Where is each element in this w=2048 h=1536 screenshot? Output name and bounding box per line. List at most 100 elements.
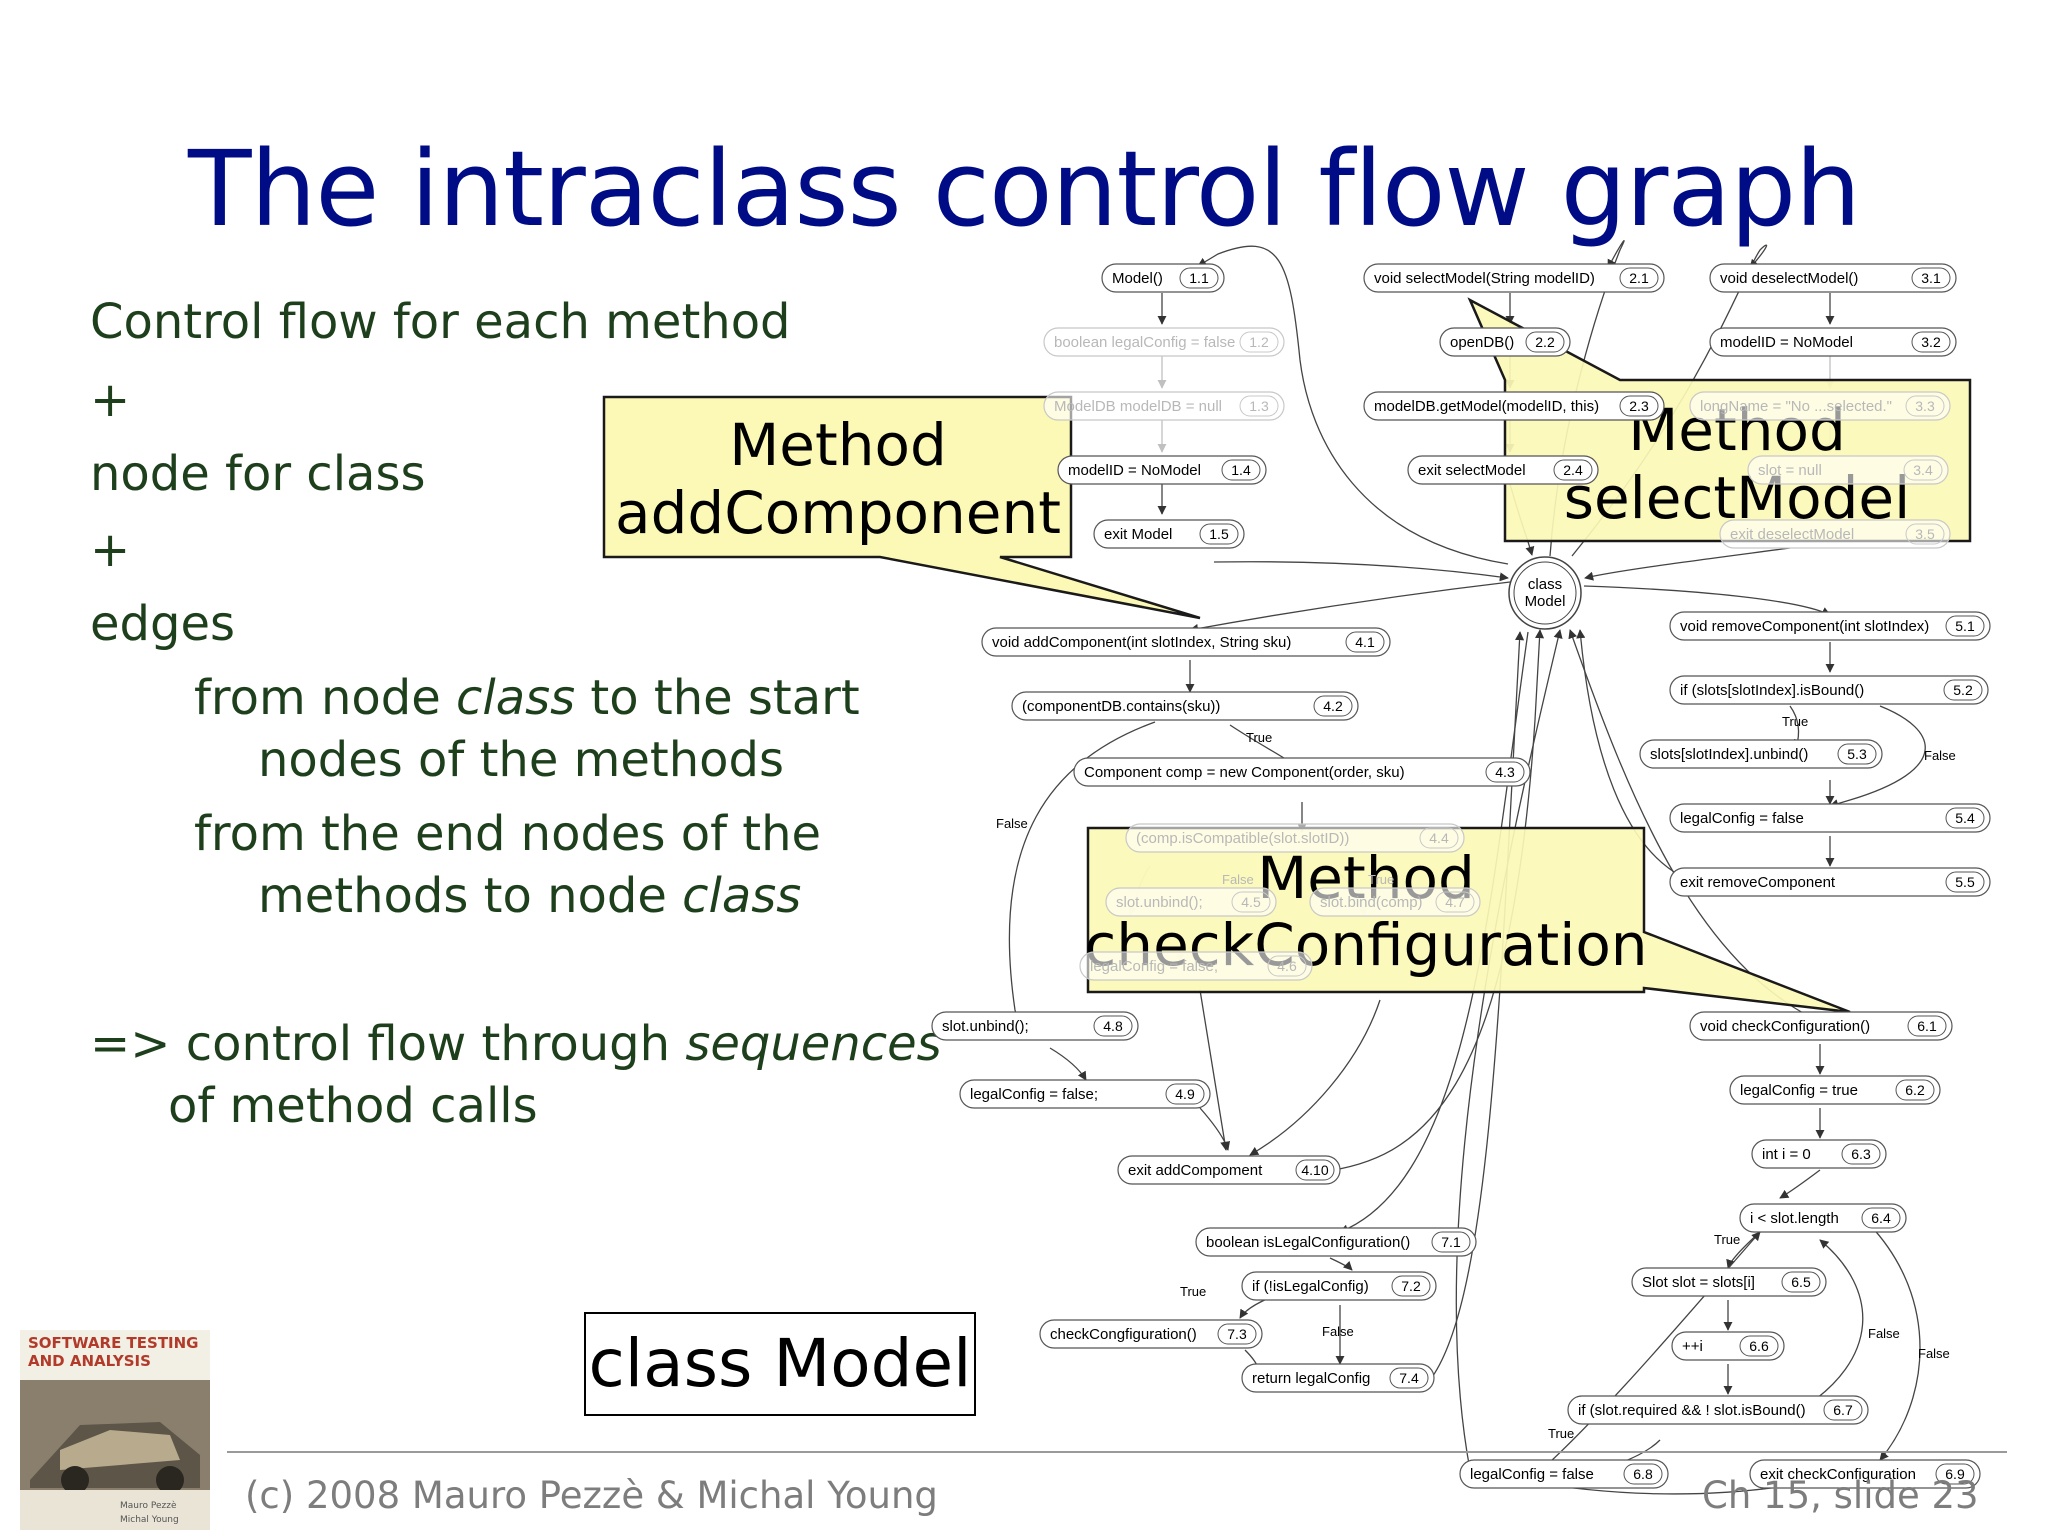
graph-node-label: i < slot.length (1750, 1210, 1839, 1227)
graph-node-id: 4.2 (1323, 698, 1343, 714)
edge-label-false: False (1222, 872, 1254, 887)
bullet-node-for-class: node for class (90, 446, 426, 502)
graph-node-id: 4.5 (1241, 894, 1261, 910)
graph-node-label: void checkConfiguration() (1700, 1018, 1870, 1035)
graph-node-4-4: (comp.isCompatible(slot.slotID))4.4 (1125, 823, 1465, 853)
graph-node-5-3: slots[slotIndex].unbind() 5.3 (1639, 739, 1883, 769)
graph-node-label: longName = "No ...selected." (1700, 398, 1892, 415)
graph-node-id: 6.6 (1749, 1338, 1769, 1354)
graph-node-label: boolean legalConfig = false (1054, 334, 1235, 351)
book-title-line2: AND ANALYSIS (28, 1352, 151, 1370)
graph-node-id: 7.2 (1401, 1278, 1421, 1294)
bullet-plus-1: + (90, 372, 131, 428)
graph-node-id: 7.3 (1227, 1326, 1247, 1342)
graph-node-id: 7.1 (1441, 1234, 1461, 1250)
graph-node-label: legalConfig = false (1470, 1466, 1594, 1483)
graph-node-label: openDB() (1450, 334, 1514, 351)
graph-node-id: 4.3 (1495, 764, 1515, 780)
graph-node-id: 5.2 (1953, 682, 1973, 698)
edge-label-true: True (1368, 872, 1394, 887)
graph-node-3-1: void deselectModel()3.1 (1709, 263, 1957, 293)
slide-title: The intraclass control flow graph (187, 128, 1861, 250)
graph-node-label: ModelDB modelDB = null (1054, 398, 1222, 415)
callout-add-component-line2: addComponent (615, 479, 1061, 547)
graph-node-4-9: legalConfig = false;4.9 (959, 1079, 1211, 1109)
graph-node-id: 3.4 (1913, 462, 1933, 478)
graph-node-label: return legalConfig (1252, 1370, 1370, 1387)
graph-node-label: Model() (1112, 270, 1163, 287)
graph-node-id: 1.1 (1189, 270, 1209, 286)
book-cover-image: SOFTWARE TESTING AND ANALYSIS Mauro Pezz… (20, 1330, 210, 1530)
graph-node-id: 6.8 (1633, 1466, 1653, 1482)
graph-node-6-5: Slot slot = slots[i]6.5 (1631, 1267, 1827, 1297)
graph-node-label: legalConfig = false (1680, 810, 1804, 827)
graph-node-id: 5.3 (1847, 746, 1867, 762)
class-model-label-box: class Model (584, 1312, 976, 1416)
bullet-control-flow: Control flow for each method (90, 294, 791, 350)
book-author-line1: Mauro Pezzè (120, 1500, 177, 1511)
class-model-node: class Model (1508, 556, 1582, 630)
graph-node-id: 6.5 (1791, 1274, 1811, 1290)
bullet-edges: edges (90, 596, 236, 652)
graph-node-id: 3.3 (1915, 398, 1935, 414)
graph-node-label: ++i (1682, 1338, 1703, 1355)
graph-node-4-5: slot.unbind();4.5 (1105, 887, 1277, 917)
graph-node-id: 4.6 (1277, 958, 1297, 974)
graph-node-label: slot.bind(comp) (1320, 894, 1423, 911)
graph-node-4-7: slot.bind(comp) 4.7 (1309, 887, 1481, 917)
graph-node-label: int i = 0 (1762, 1146, 1811, 1163)
graph-node-label: if (!isLegalConfig) (1252, 1278, 1369, 1295)
graph-node-6-1: void checkConfiguration()6.1 (1689, 1011, 1953, 1041)
conclusion-line-cont: of method calls (168, 1078, 538, 1134)
graph-node-label: exit deselectModel (1730, 526, 1854, 543)
graph-node-id: 6.9 (1945, 1466, 1965, 1482)
edge-label-false: False (1918, 1346, 1950, 1361)
graph-node-label: exit checkConfiguration (1760, 1466, 1916, 1483)
edge-label-false: False (1322, 1324, 1354, 1339)
sub-bullet-end-to-class-cont: methods to node class (258, 868, 802, 924)
graph-node-label: exit selectModel (1418, 462, 1526, 479)
sub-bullet-class-to-start: from node class to the start (194, 670, 860, 726)
graph-node-id: 2.4 (1563, 462, 1583, 478)
graph-node-id: 4.7 (1445, 894, 1465, 910)
graph-node-7-3: checkCongfiguration()7.3 (1039, 1319, 1263, 1349)
graph-node-id: 1.5 (1209, 526, 1229, 542)
graph-node-id: 6.7 (1833, 1402, 1853, 1418)
graph-node-id: 4.8 (1103, 1018, 1123, 1034)
footer-slide-number: Ch 15, slide 23 (1702, 1474, 1979, 1517)
graph-node-4-3: Component comp = new Component(order, sk… (1073, 757, 1531, 787)
edge-label-true: True (1782, 714, 1808, 729)
graph-node-id: 4.10 (1301, 1162, 1328, 1178)
graph-node-4-2: (componentDB.contains(sku))4.2 (1011, 691, 1359, 721)
graph-node-id: 6.3 (1851, 1146, 1871, 1162)
edge-label-false: False (996, 816, 1028, 831)
graph-node-id: 7.4 (1399, 1370, 1419, 1386)
edge-label-true: True (1246, 730, 1272, 745)
graph-node-id: 3.5 (1915, 526, 1935, 542)
graph-node-7-4: return legalConfig 7.4 (1241, 1363, 1435, 1393)
graph-node-label: void deselectModel() (1720, 270, 1858, 287)
graph-node-id: 4.1 (1355, 634, 1375, 650)
edge-label-false: False (1868, 1326, 1900, 1341)
book-author-line2: Michal Young (120, 1515, 179, 1525)
callout-add-component-line1: Method (729, 411, 947, 479)
footer-copyright: (c) 2008 Mauro Pezzè & Michal Young (245, 1474, 938, 1517)
graph-node-label: slots[slotIndex].unbind() (1650, 746, 1808, 763)
graph-node-id: 2.3 (1629, 398, 1649, 414)
graph-node-id: 2.1 (1629, 270, 1649, 286)
graph-node-3-5: exit deselectModel 3.5 (1719, 519, 1951, 549)
graph-node-label: modelID = NoModel (1720, 334, 1853, 351)
graph-node-label: legalConfig = false; (970, 1086, 1098, 1103)
bullet-plus-2: + (90, 522, 131, 578)
